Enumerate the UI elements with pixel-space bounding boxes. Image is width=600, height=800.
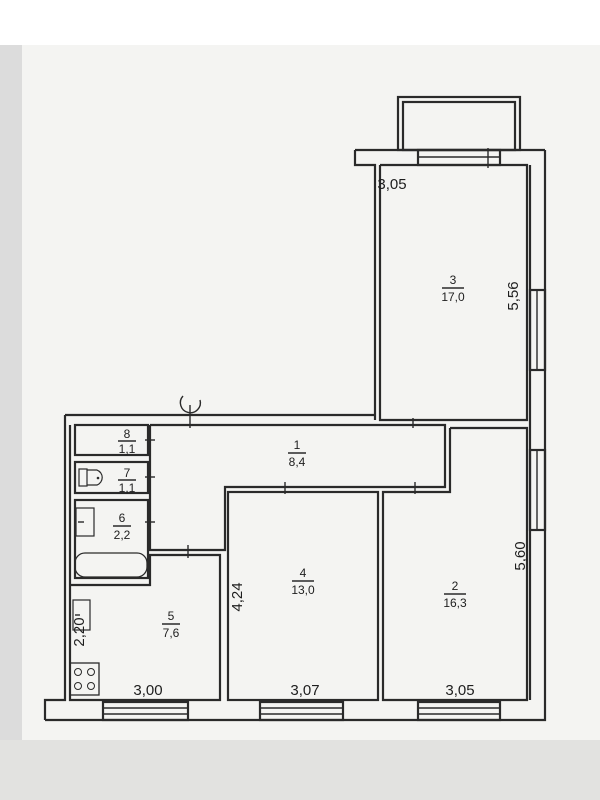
bathtub-icon [74,552,148,578]
dimension-room2-length: 5,60 [512,541,529,570]
dimension-room3-length: 5,56 [505,281,522,310]
room-label-3: 317,0 [441,273,465,304]
doors [145,148,489,558]
svg-text:17,0: 17,0 [441,290,465,304]
windows [101,148,547,722]
room-label-8: 81,1 [118,427,136,456]
photo-border-bottom [0,740,600,800]
svg-text:2,2: 2,2 [114,528,131,542]
outer-walls [43,148,547,722]
dimension-room5-length: 2,20 [71,617,88,646]
paper-shadow [0,45,22,740]
svg-text:1,1: 1,1 [119,481,136,495]
svg-text:13,0: 13,0 [291,583,315,597]
svg-text:2: 2 [452,579,459,593]
kitchen-sink-icon [72,599,91,631]
dimension-room4-width: 3,07 [290,682,319,699]
stove-icon [69,662,100,696]
toilet-icon [78,468,103,487]
svg-text:6: 6 [119,511,126,525]
balcony [396,95,522,152]
room-label-7: 71,1 [118,466,136,495]
room-label-5: 57,6 [162,609,180,640]
svg-text:5: 5 [168,609,175,623]
photo-border-top [0,0,600,45]
svg-text:4: 4 [300,566,307,580]
svg-text:16,3: 16,3 [443,596,467,610]
dimension-room4-length: 4,24 [229,582,246,611]
dimension-room3-width: 3,05 [377,176,406,193]
svg-text:7,6: 7,6 [163,626,180,640]
svg-text:8,4: 8,4 [289,455,306,469]
interior-walls [68,423,529,702]
svg-text:1: 1 [294,438,301,452]
svg-text:1,1: 1,1 [119,442,136,456]
room-label-2: 216,3 [443,579,467,610]
room-label-4: 413,0 [291,566,315,597]
svg-text:7: 7 [124,466,131,480]
dimension-room5-width: 3,00 [133,682,162,699]
svg-text:3: 3 [450,273,457,287]
svg-text:8: 8 [124,427,131,441]
room-label-6: 62,2 [113,511,131,542]
room-label-1: 18,4 [288,438,306,469]
sink-icon [75,507,95,537]
dimension-room2-width: 3,05 [445,682,474,699]
